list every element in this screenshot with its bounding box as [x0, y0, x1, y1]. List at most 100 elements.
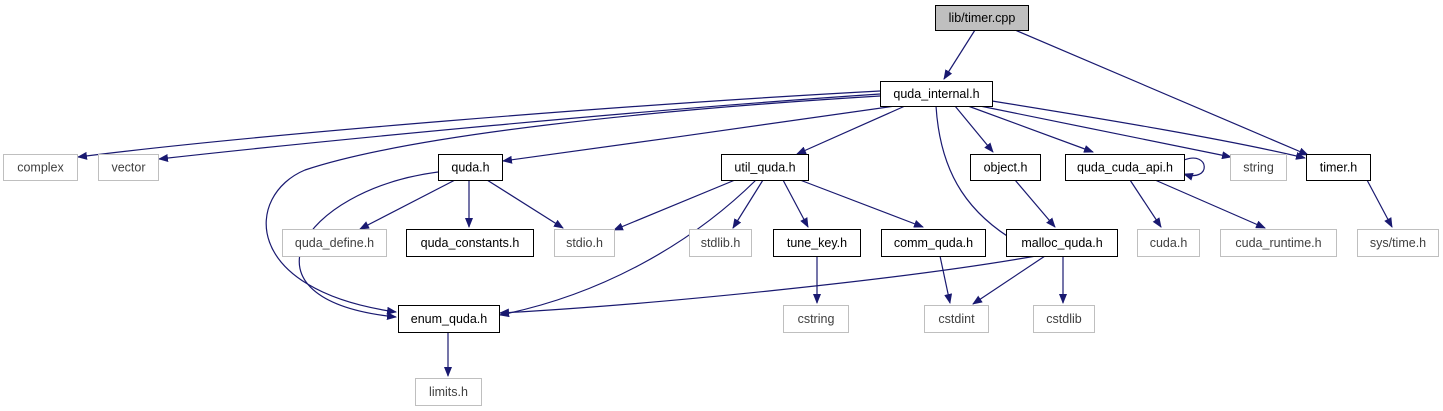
node-quda-cuda-api[interactable]: quda_cuda_api.h: [1065, 154, 1185, 181]
edge-quda-cuda-api-to-quda-cuda-api: [1183, 157, 1205, 181]
node-quda-internal[interactable]: quda_internal.h: [880, 81, 993, 107]
node-box: [1006, 229, 1118, 257]
node-stdio: stdio.h: [554, 229, 615, 257]
edge-timer-h-to-sys-time: [1366, 179, 1393, 228]
node-complex: complex: [3, 154, 78, 181]
node-quda-constants[interactable]: quda_constants.h: [406, 229, 534, 257]
node-label: quda_define.h: [295, 236, 374, 250]
node-cstdlib: cstdlib: [1033, 305, 1095, 333]
node-box: [406, 229, 534, 257]
node-cstring: cstring: [783, 305, 849, 333]
node-label: stdio.h: [566, 236, 603, 250]
edge-malloc-quda-to-cstdint: [972, 255, 1046, 305]
node-cuda-runtime: cuda_runtime.h: [1220, 229, 1337, 257]
node-object-h[interactable]: object.h: [970, 154, 1041, 181]
node-label: quda_constants.h: [421, 236, 520, 250]
node-label: stdlib.h: [701, 236, 741, 250]
node-box: [924, 305, 989, 333]
node-label: malloc_quda.h: [1021, 236, 1102, 250]
edge-malloc-quda-to-enum-quda: [499, 255, 1037, 317]
node-label: quda_cuda_api.h: [1077, 161, 1173, 175]
edge-util-quda-to-comm-quda: [799, 179, 924, 228]
node-box: [398, 305, 500, 333]
node-limits: limits.h: [415, 378, 482, 406]
node-label: cuda.h: [1150, 236, 1188, 250]
node-label: enum_quda.h: [411, 312, 488, 326]
node-label: quda_internal.h: [893, 87, 979, 101]
node-box: [98, 154, 159, 181]
node-box: [554, 229, 615, 257]
node-box: [1306, 154, 1371, 181]
node-box: [282, 229, 387, 257]
edge-quda-internal-to-vector: [158, 93, 881, 162]
node-label: cstdlib: [1046, 312, 1081, 326]
node-box: [935, 5, 1029, 31]
node-quda-h[interactable]: quda.h: [438, 154, 503, 181]
node-box: [881, 229, 986, 257]
node-label: complex: [17, 161, 64, 175]
node-cuda-h: cuda.h: [1137, 229, 1200, 257]
node-enum-quda[interactable]: enum_quda.h: [398, 305, 500, 333]
node-label: comm_quda.h: [894, 236, 973, 250]
edge-quda-h-to-stdio: [486, 179, 564, 229]
node-label: tune_key.h: [787, 236, 847, 250]
node-box: [1220, 229, 1337, 257]
node-box: [1357, 229, 1439, 257]
edge-quda-internal-to-util-quda: [796, 105, 906, 155]
node-quda-define: quda_define.h: [282, 229, 387, 257]
edge-quda-internal-to-quda-cuda-api: [967, 105, 1094, 153]
node-box: [721, 154, 809, 181]
node-label: cstring: [798, 312, 835, 326]
node-label: object.h: [984, 161, 1028, 175]
edge-util-quda-to-enum-quda: [499, 179, 757, 318]
node-label: limits.h: [429, 385, 468, 399]
node-label: cuda_runtime.h: [1235, 236, 1321, 250]
node-box: [970, 154, 1041, 181]
edge-timer-cpp-to-quda-internal: [943, 29, 976, 80]
node-box: [1065, 154, 1185, 181]
node-box: [415, 378, 482, 406]
node-label: string: [1243, 161, 1274, 175]
edge-object-h-to-malloc-quda: [1014, 179, 1056, 228]
edge-util-quda-to-stdio: [613, 179, 736, 231]
edge-quda-internal-to-timer-h: [991, 100, 1306, 160]
edge-quda-h-to-quda-define: [359, 179, 456, 230]
node-box: [438, 154, 503, 181]
edge-comm-quda-to-cstdint: [939, 255, 953, 304]
node-label: quda.h: [451, 161, 489, 175]
node-tune-key[interactable]: tune_key.h: [773, 229, 861, 257]
node-box: [1033, 305, 1095, 333]
node-box: [689, 229, 752, 257]
edge-timer-cpp-to-timer-h: [1014, 29, 1309, 156]
node-box: [880, 81, 993, 107]
node-util-quda[interactable]: util_quda.h: [721, 154, 809, 181]
node-box: [3, 154, 78, 181]
node-box: [1230, 154, 1287, 181]
node-box: [1137, 229, 1200, 257]
node-malloc-quda[interactable]: malloc_quda.h: [1006, 229, 1118, 257]
edge-quda-cuda-api-to-cuda-runtime: [1154, 179, 1266, 229]
edge-quda-internal-to-complex: [77, 90, 881, 160]
node-label: util_quda.h: [734, 161, 795, 175]
node-string: string: [1230, 154, 1287, 181]
edge-quda-internal-to-string: [979, 105, 1232, 160]
node-label: cstdint: [938, 312, 975, 326]
node-stdlib: stdlib.h: [689, 229, 752, 257]
edge-quda-cuda-api-to-cuda-h: [1129, 179, 1162, 228]
edge-util-quda-to-tune-key: [782, 179, 809, 228]
node-timer-cpp[interactable]: lib/timer.cpp: [935, 5, 1029, 31]
node-label: vector: [111, 161, 145, 175]
node-box: [773, 229, 861, 257]
node-comm-quda[interactable]: comm_quda.h: [881, 229, 986, 257]
node-label: timer.h: [1320, 161, 1358, 175]
edges-layer: [77, 29, 1393, 377]
node-label: lib/timer.cpp: [949, 11, 1016, 25]
node-timer-h[interactable]: timer.h: [1306, 154, 1371, 181]
edge-quda-internal-to-quda-h: [502, 105, 896, 164]
edge-quda-internal-to-enum-quda: [265, 95, 881, 315]
node-vector: vector: [98, 154, 159, 181]
edge-quda-internal-to-object-h: [954, 105, 994, 153]
node-sys-time: sys/time.h: [1357, 229, 1439, 257]
